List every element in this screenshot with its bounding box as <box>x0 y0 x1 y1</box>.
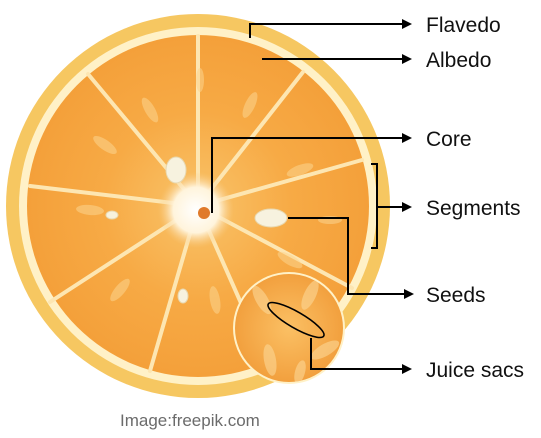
arrowheads <box>402 19 414 374</box>
flavedo-arrowhead <box>402 19 412 29</box>
label-flavedo: Flavedo <box>426 14 501 37</box>
juice-sacs-magnifier <box>233 272 345 385</box>
albedo-arrowhead <box>402 54 412 64</box>
label-albedo: Albedo <box>426 49 491 72</box>
label-juice-sacs: Juice sacs <box>426 359 524 382</box>
core-pith <box>158 172 234 248</box>
core-center <box>198 207 210 219</box>
label-core: Core <box>426 128 472 151</box>
juice-sacs-arrowhead <box>402 364 412 374</box>
label-seeds: Seeds <box>426 284 486 307</box>
image-credit: Image:freepik.com <box>120 411 260 430</box>
label-segments: Segments <box>426 197 521 220</box>
core-arrowhead <box>402 133 412 143</box>
segments-arrowhead <box>402 202 412 212</box>
seeds-arrowhead <box>404 289 414 299</box>
